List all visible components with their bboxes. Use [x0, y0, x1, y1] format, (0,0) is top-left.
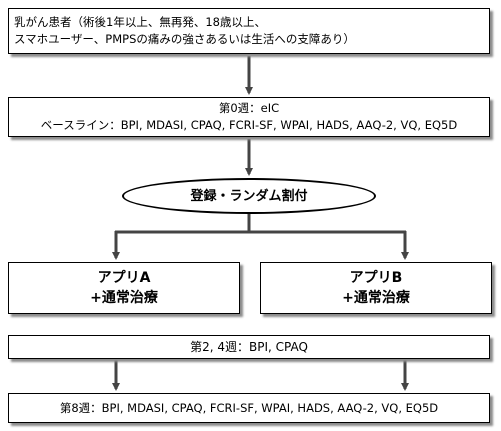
week8-box: 第8週：BPI, MDASI, CPAQ, FCRI-SF, WPAI, HAD…: [8, 393, 490, 423]
week2-4-box: 第2, 4週：BPI, CPAQ: [8, 335, 490, 359]
eligibility-box: 乳がん患者（術後1年以上、無再発、18歳以上、 スマホユーザー、PMPSの痛みの…: [8, 8, 490, 54]
arm-a-box: アプリA +通常治療: [8, 262, 240, 314]
arm-a-line1: アプリA: [97, 270, 151, 286]
week0-line1: 第0週：eIC: [218, 101, 280, 115]
week8-label: 第8週：BPI, MDASI, CPAQ, FCRI-SF, WPAI, HAD…: [59, 400, 439, 415]
randomization-ellipse: 登録・ランダム割付: [122, 178, 376, 214]
arm-b-line1: アプリB: [349, 270, 403, 286]
eligibility-line1: 乳がん患者（術後1年以上、無再発、18歳以上、: [14, 15, 266, 29]
arm-b-box: アプリB +通常治療: [260, 262, 492, 314]
arm-b-line2: +通常治療: [342, 290, 410, 306]
randomization-label: 登録・ランダム割付: [190, 188, 308, 204]
week0-line2: ベースライン：BPI, MDASI, CPAQ, FCRI-SF, WPAI, …: [40, 118, 458, 132]
week0-baseline-box: 第0週：eIC ベースライン：BPI, MDASI, CPAQ, FCRI-SF…: [8, 97, 490, 137]
arm-a-line2: +通常治療: [90, 290, 158, 306]
eligibility-line2: スマホユーザー、PMPSの痛みの強さあるいは生活への支障あり）: [14, 32, 355, 46]
week2-4-label: 第2, 4週：BPI, CPAQ: [190, 339, 308, 354]
